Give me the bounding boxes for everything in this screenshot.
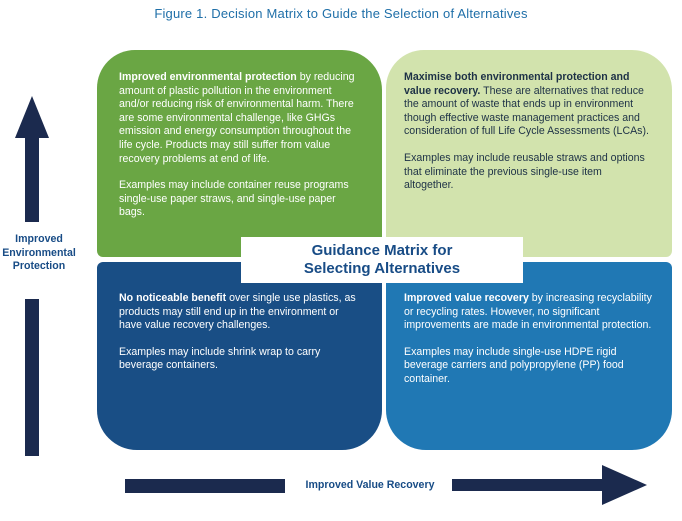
center-title-line1: Guidance Matrix for xyxy=(311,242,453,259)
quadrant-body: over single use plastics, as products ma… xyxy=(119,292,356,332)
quadrant-bottom-left: No noticeable benefit over single use pl… xyxy=(97,262,382,450)
center-title-box: Guidance Matrix for Selecting Alternativ… xyxy=(241,237,523,283)
y-axis-label: Improved Environmental Protection xyxy=(2,233,76,272)
quadrant-examples: Examples may include shrink wrap to carr… xyxy=(119,345,321,372)
x-axis-label: Improved Value Recovery xyxy=(305,479,435,491)
quadrant-top-right: Maximise both environmental protection a… xyxy=(386,50,672,257)
quadrant-body: by reducing amount of plastic pollution … xyxy=(119,71,355,165)
quadrant-heading: No noticeable benefit xyxy=(119,292,227,304)
quadrant-examples: Examples may include reusable straws and… xyxy=(404,151,645,192)
up-arrow-icon xyxy=(15,96,49,222)
right-arrow-icon xyxy=(452,465,647,505)
quadrant-body: by increasing recyclability or recycling… xyxy=(404,292,652,332)
quadrant-heading: Improved environmental protection xyxy=(119,71,297,83)
center-title-line2: Selecting Alternatives xyxy=(303,260,461,277)
vertical-axis-bar xyxy=(25,299,39,456)
quadrant-examples: Examples may include container reuse pro… xyxy=(119,179,349,219)
quadrant-body: These are alternatives that reduce the a… xyxy=(404,84,649,138)
quadrant-heading: Maximise both environmental protection a… xyxy=(404,71,630,97)
figure-title: Figure 1. Decision Matrix to Guide the S… xyxy=(154,6,528,21)
quadrant-heading: Improved value recovery xyxy=(404,292,529,304)
quadrant-top-left: Improved environmental protection by red… xyxy=(97,50,382,257)
quadrant-bottom-right: Improved value recovery by increasing re… xyxy=(386,262,672,450)
quadrant-examples: Examples may include single-use HDPE rig… xyxy=(404,345,624,385)
horizontal-axis-bar xyxy=(125,479,285,493)
